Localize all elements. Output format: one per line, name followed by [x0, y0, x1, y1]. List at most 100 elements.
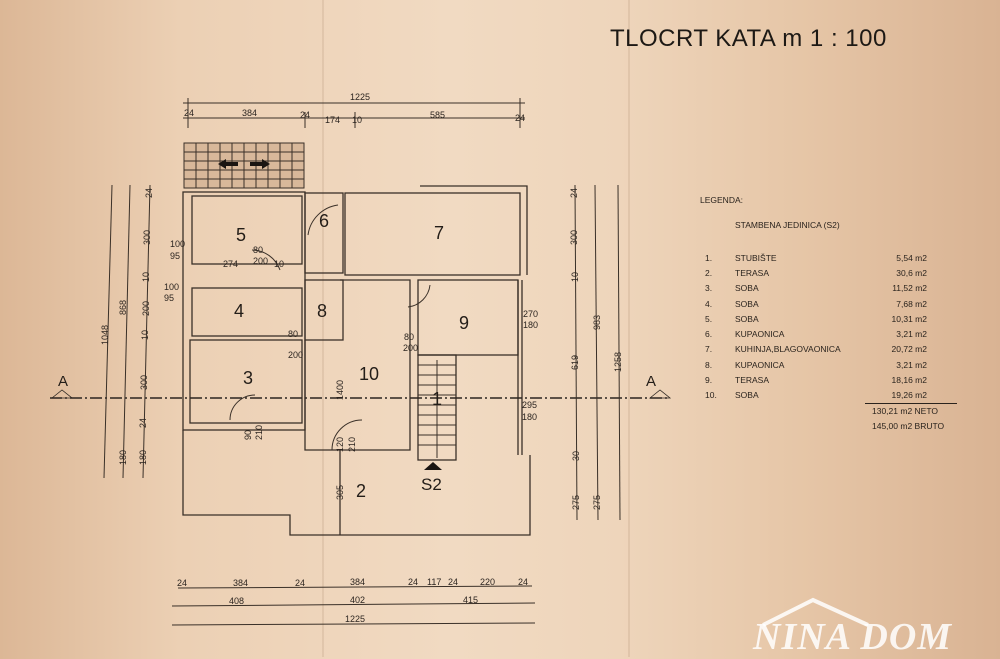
room-no: 7.: [705, 344, 713, 355]
watermark-text: NINA DOM: [753, 616, 953, 658]
dim-text: 80: [253, 245, 263, 255]
dim-text: 270: [523, 309, 538, 319]
dim-text: 1225: [350, 92, 370, 102]
bottom-dimensions: 24 384 24 384 24 117 24 220 24 408 402 4…: [171, 577, 536, 626]
dim-text: 983: [592, 315, 602, 330]
dim-text: 180: [523, 320, 538, 330]
room-no: 4.: [705, 298, 713, 309]
drawing-title: TLOCRT KATA m 1 : 100: [610, 25, 887, 52]
dim-text: 24: [295, 578, 305, 588]
paper-fold: [628, 0, 630, 657]
dim-text: 100: [164, 282, 179, 292]
section-marker-icon: [50, 389, 672, 399]
entrance-triangle-icon: [424, 462, 442, 470]
room-area: 5,54 m2: [896, 252, 927, 263]
legend-heading: LEGENDA:: [700, 195, 743, 205]
room-area: 19,26 m2: [891, 390, 927, 401]
legend-total-gross: 145,00 m2 BRUTO: [872, 420, 945, 431]
room-name: SOBA: [735, 390, 759, 401]
dim-text: 402: [350, 595, 365, 605]
dim-text: 295: [522, 400, 537, 410]
room-5-label: 5: [236, 225, 246, 245]
room-4-label: 4: [234, 301, 244, 321]
section-label-left: A: [58, 373, 68, 390]
dim-text: 585: [430, 110, 445, 120]
paper-fold: [322, 0, 324, 657]
dim-text: 619: [570, 355, 580, 370]
dim-text: 220: [480, 577, 495, 587]
dim-text: 24: [518, 577, 528, 587]
legend-total-net: 130,21 m2 NETO: [872, 405, 938, 416]
room-9-label: 9: [459, 313, 469, 333]
room-6-label: 6: [319, 211, 329, 231]
dim-text: 24: [408, 577, 418, 587]
dim-text: 80: [288, 329, 298, 339]
room-area: 18,16 m2: [891, 375, 927, 386]
room-name: STUBIŠTE: [735, 252, 777, 263]
dim-text: 415: [463, 595, 478, 605]
dim-text: 24: [448, 577, 458, 587]
dim-text: 30: [571, 451, 581, 461]
dim-text: 10: [570, 272, 580, 282]
room-1-label: 1: [432, 389, 442, 409]
dim-text: 100: [170, 239, 185, 249]
dim-text: 117: [427, 577, 441, 587]
dim-text: 300: [142, 230, 152, 245]
dim-text: 1225: [345, 614, 365, 624]
dim-text: 384: [350, 577, 365, 587]
opening-dimensions: 100 95 100 95 80 200 274 10 80 200 80 20…: [164, 239, 538, 500]
dim-text: 200: [288, 350, 303, 360]
section-label-right: A: [646, 373, 656, 390]
room-name: TERASA: [735, 375, 770, 386]
room-8-label: 8: [317, 301, 327, 321]
dim-text: 174: [325, 115, 340, 125]
dim-text: 384: [242, 108, 257, 118]
dim-text: 300: [569, 230, 579, 245]
room-no: 1.: [705, 252, 713, 263]
dim-text: 24: [177, 578, 187, 588]
room-area: 3,21 m2: [896, 359, 927, 370]
legend-row: 1. STUBIŠTE 5,54 m2: [700, 250, 957, 265]
dim-text: 24: [184, 108, 194, 118]
dim-text: 24: [144, 188, 154, 198]
dim-text: 24: [569, 188, 579, 198]
dim-text: 275: [592, 495, 602, 510]
arrow-left-icon: [218, 159, 238, 169]
dim-text: 305: [335, 485, 345, 500]
dim-text: 180: [522, 412, 537, 422]
dim-text: 868: [118, 300, 128, 315]
dim-text: 1258: [613, 352, 623, 372]
dim-text: 24: [515, 113, 525, 123]
dim-text: 24: [300, 110, 310, 120]
room-area: 11,52 m2: [892, 283, 927, 294]
room-area: 20,72 m2: [891, 344, 927, 355]
dim-text: 200: [403, 343, 418, 353]
right-dimensions: 24 300 10 619 30 275 983 1258 275: [569, 184, 623, 521]
dim-text: 180: [138, 450, 148, 465]
dim-text: 80: [404, 332, 414, 342]
dim-text: 10: [140, 330, 150, 340]
arrow-right-icon: [250, 159, 270, 169]
dim-text: 210: [254, 425, 264, 440]
dim-text: 24: [138, 418, 148, 428]
room-no: 8.: [705, 359, 713, 370]
room-no: 5.: [705, 313, 713, 324]
room-name: KUPAONICA: [735, 359, 785, 370]
legend-row: 9. TERASA 18,16 m2: [700, 372, 957, 387]
room-3-label: 3: [243, 368, 253, 388]
left-dimensions: 1048 868 24 300 10 200 10 300 24 180 180: [100, 184, 154, 479]
room-no: 3.: [705, 283, 713, 294]
legend-row: 8. KUPAONICA 3,21 m2: [700, 357, 957, 372]
dim-text: 10: [352, 115, 362, 125]
house-roof-icon: [762, 597, 869, 627]
watermark-logo: NINA DOM: [748, 597, 998, 658]
room-area: 30,6 m2: [896, 267, 927, 278]
dim-text: 95: [164, 293, 174, 303]
room-no: 9.: [705, 375, 713, 386]
room-name: KUPAONICA: [735, 329, 785, 340]
dim-text: 95: [170, 251, 180, 261]
room-no: 6.: [705, 329, 713, 340]
